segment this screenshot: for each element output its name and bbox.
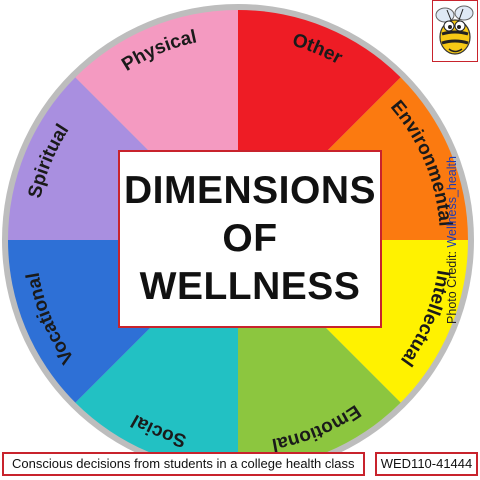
title-box: DIMENSIONS OF WELLNESS [118,150,382,328]
title-line-3: WELLNESS [139,265,361,308]
id-code: WED110-41444 [375,452,478,476]
photo-credit-source: Wellness_health [445,156,459,248]
caption: Conscious decisions from students in a c… [2,452,365,476]
bee-mascot-icon [432,0,478,62]
title-line-2: OF [222,217,278,260]
title-line-1: DIMENSIONS [123,169,377,212]
photo-credit-prefix: Photo Credit: [445,247,459,324]
